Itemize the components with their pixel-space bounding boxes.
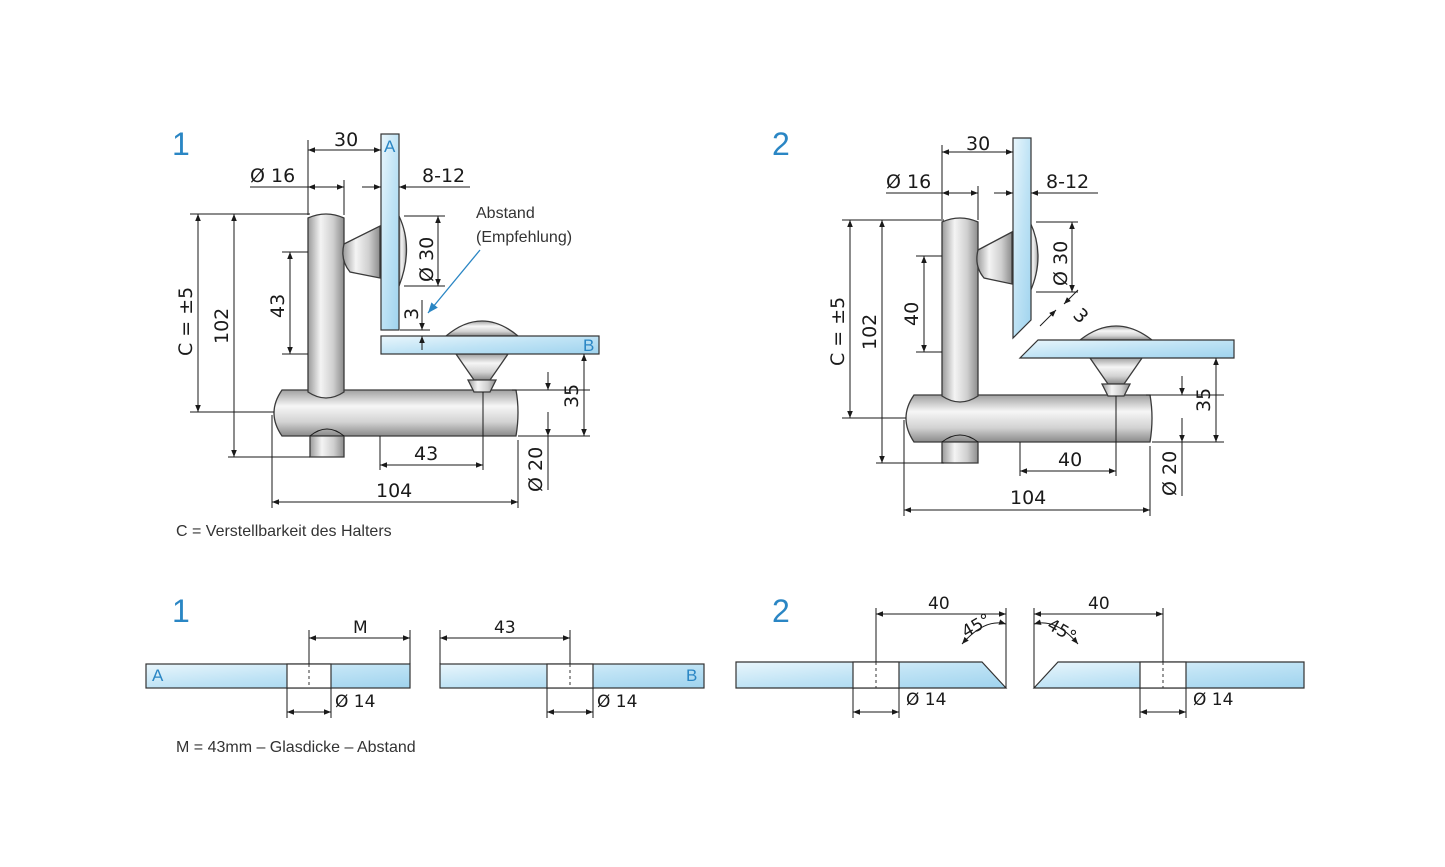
fig2-glass-vertical xyxy=(1012,137,1032,340)
bottom1-glass-b-label: B xyxy=(686,666,697,685)
fig1-glass-b-label: B xyxy=(583,336,594,355)
fig2-dim-40-horiz: 40 xyxy=(1058,449,1082,471)
fig1-horizontal-tube xyxy=(273,389,519,458)
bottom2-angle-right: 45° xyxy=(1044,615,1080,647)
c-note: C = Verstellbarkeit des Halters xyxy=(176,523,392,540)
figure-2: 2 30 Ø 16 8-1 xyxy=(772,126,1235,516)
fig2-dim-d16: Ø 16 xyxy=(886,171,931,193)
fig2-vertical-tube xyxy=(941,217,979,403)
fig2-horizontal-tube xyxy=(905,394,1153,464)
fig2-dim-30: 30 xyxy=(966,133,990,155)
bottom2-dim-40-right: 40 xyxy=(1088,594,1110,614)
fig1-glass-a xyxy=(380,133,400,331)
fig1-abstand-label: Abstand xyxy=(476,205,535,222)
fig2-dim-35: 35 xyxy=(1193,388,1215,412)
fig1-dim-8-12: 8-12 xyxy=(422,165,465,187)
fig1-dim-30: 30 xyxy=(334,129,358,151)
bottom2-dim-40-left: 40 xyxy=(928,594,950,614)
fig2-dim-d30: Ø 30 xyxy=(1050,241,1072,286)
bottom-1-number: 1 xyxy=(172,593,190,629)
fig1-dim-35: 35 xyxy=(561,384,583,408)
fig2-dim-d20: Ø 20 xyxy=(1159,451,1181,496)
fig1-lower-clamp xyxy=(444,320,520,393)
bottom2-dim-d14-right: Ø 14 xyxy=(1193,690,1233,710)
figure-1: 1 A B 30 xyxy=(172,126,600,540)
bottom-figure-2: 2 40 45° Ø 14 40 45° Ø 14 xyxy=(735,593,1305,718)
fig1-dim-d30: Ø 30 xyxy=(416,237,438,282)
bottom1-dim-43: 43 xyxy=(494,618,516,638)
bottom1-glass-a xyxy=(145,663,411,689)
fig2-dim-40-vert: 40 xyxy=(901,302,923,326)
bottom-figure-1: 1 A M Ø 14 B 43 Ø 14 M = 43mm – Glasdick… xyxy=(145,593,705,756)
bottom1-glass-a-label: A xyxy=(152,666,164,685)
fig1-dim-104: 104 xyxy=(376,480,412,502)
fig2-dim-c: C = ±5 xyxy=(827,297,849,366)
fig2-upper-clamp xyxy=(976,221,1039,293)
bottom1-dim-d14-right: Ø 14 xyxy=(597,692,637,712)
fig1-dim-c: C = ±5 xyxy=(175,287,197,356)
fig1-dim-43-vert: 43 xyxy=(267,294,289,318)
figure-1-number: 1 xyxy=(172,126,190,162)
fig2-dim-3: 3 xyxy=(1068,304,1092,328)
fig2-dim-8-12: 8-12 xyxy=(1046,171,1089,193)
fig1-dim-102: 102 xyxy=(211,308,233,344)
bottom2-dim-d14-left: Ø 14 xyxy=(906,690,946,710)
fig1-dim-d16: Ø 16 xyxy=(250,165,295,187)
fig2-glass-horizontal xyxy=(1018,339,1235,359)
fig1-vertical-tube xyxy=(307,213,345,399)
fig1-glass-b xyxy=(380,335,600,355)
bottom-2-number: 2 xyxy=(772,593,790,629)
bottom1-dim-d14-left: Ø 14 xyxy=(335,692,375,712)
fig2-dim-102: 102 xyxy=(859,314,881,350)
fig1-abstand-sublabel: (Empfehlung) xyxy=(476,229,572,246)
bottom2-angle-left: 45° xyxy=(959,610,995,642)
m-note: M = 43mm – Glasdicke – Abstand xyxy=(176,739,416,756)
fig2-lower-clamp xyxy=(1078,325,1154,397)
fig1-dim-d20: Ø 20 xyxy=(525,447,547,492)
bottom1-dim-m: M xyxy=(353,618,368,638)
fig1-glass-a-label: A xyxy=(384,137,396,156)
fig2-dim-104: 104 xyxy=(1010,487,1046,509)
fig1-dim-3: 3 xyxy=(401,308,423,320)
figure-2-number: 2 xyxy=(772,126,790,162)
fig1-dim-43-horiz: 43 xyxy=(414,443,438,465)
